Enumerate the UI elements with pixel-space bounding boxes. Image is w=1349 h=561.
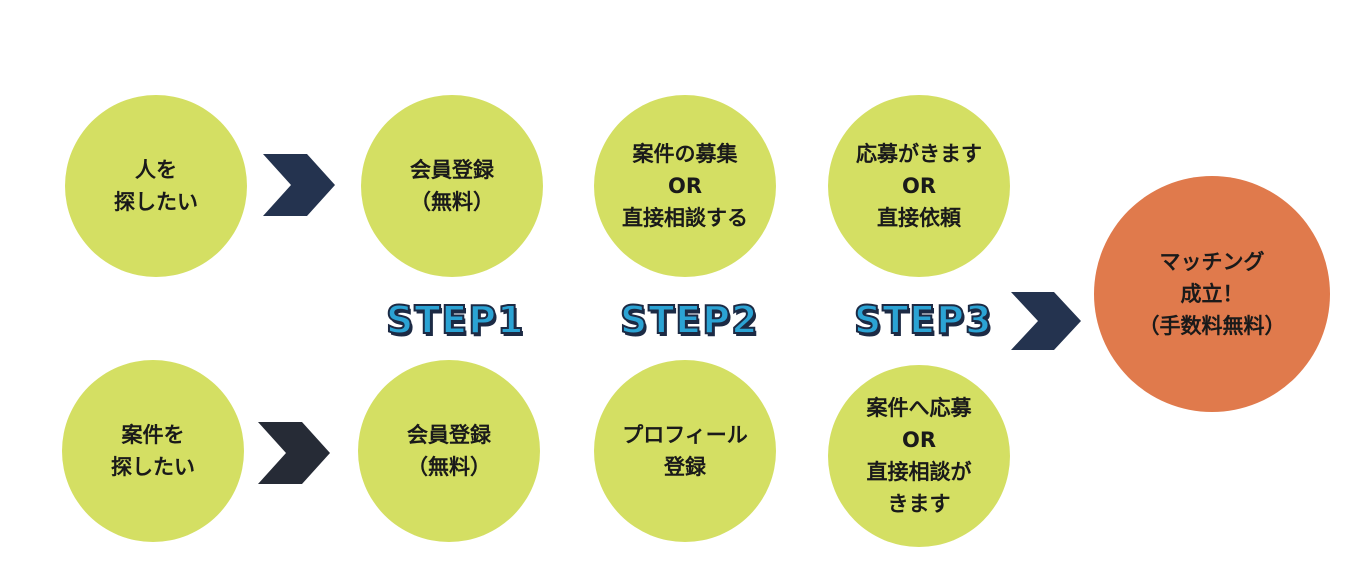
- top-start-label: 人を 探したい: [114, 158, 198, 214]
- bottom-step2-circle: プロフィール 登録: [594, 360, 776, 542]
- top-row-chevron-right-icon: [263, 154, 335, 216]
- top-step2-circle: 案件の募集 OR 直接相談する: [594, 95, 776, 277]
- step3-label: STEP3: [853, 297, 993, 343]
- top-step2-label: 案件の募集 OR 直接相談する: [622, 142, 748, 230]
- bottom-start-circle: 案件を 探したい: [62, 360, 244, 542]
- top-step1-circle: 会員登録 （無料）: [361, 95, 543, 277]
- bottom-step3-label: 案件へ応募 OR 直接相談が きます: [866, 396, 972, 516]
- matching-result-label: マッチング 成立！ （手数料無料）: [1138, 250, 1286, 338]
- top-step3-circle: 応募がきます OR 直接依頼: [828, 95, 1010, 277]
- bottom-start-label: 案件を 探したい: [111, 423, 195, 479]
- bottom-step1-label: 会員登録 （無料）: [407, 423, 491, 479]
- top-start-circle: 人を 探したい: [65, 95, 247, 277]
- top-step3-label: 応募がきます OR 直接依頼: [856, 142, 982, 230]
- bottom-step3-circle: 案件へ応募 OR 直接相談が きます: [828, 365, 1010, 547]
- step1-label: STEP1: [385, 297, 525, 343]
- bottom-step2-label: プロフィール 登録: [622, 423, 748, 479]
- bottom-row-chevron-right-icon: [258, 422, 330, 484]
- result-chevron-right-icon: [1011, 292, 1081, 350]
- step2-label: STEP2: [619, 297, 759, 343]
- matching-result-circle: マッチング 成立！ （手数料無料）: [1094, 176, 1330, 412]
- bottom-step1-circle: 会員登録 （無料）: [358, 360, 540, 542]
- top-step1-label: 会員登録 （無料）: [410, 158, 494, 214]
